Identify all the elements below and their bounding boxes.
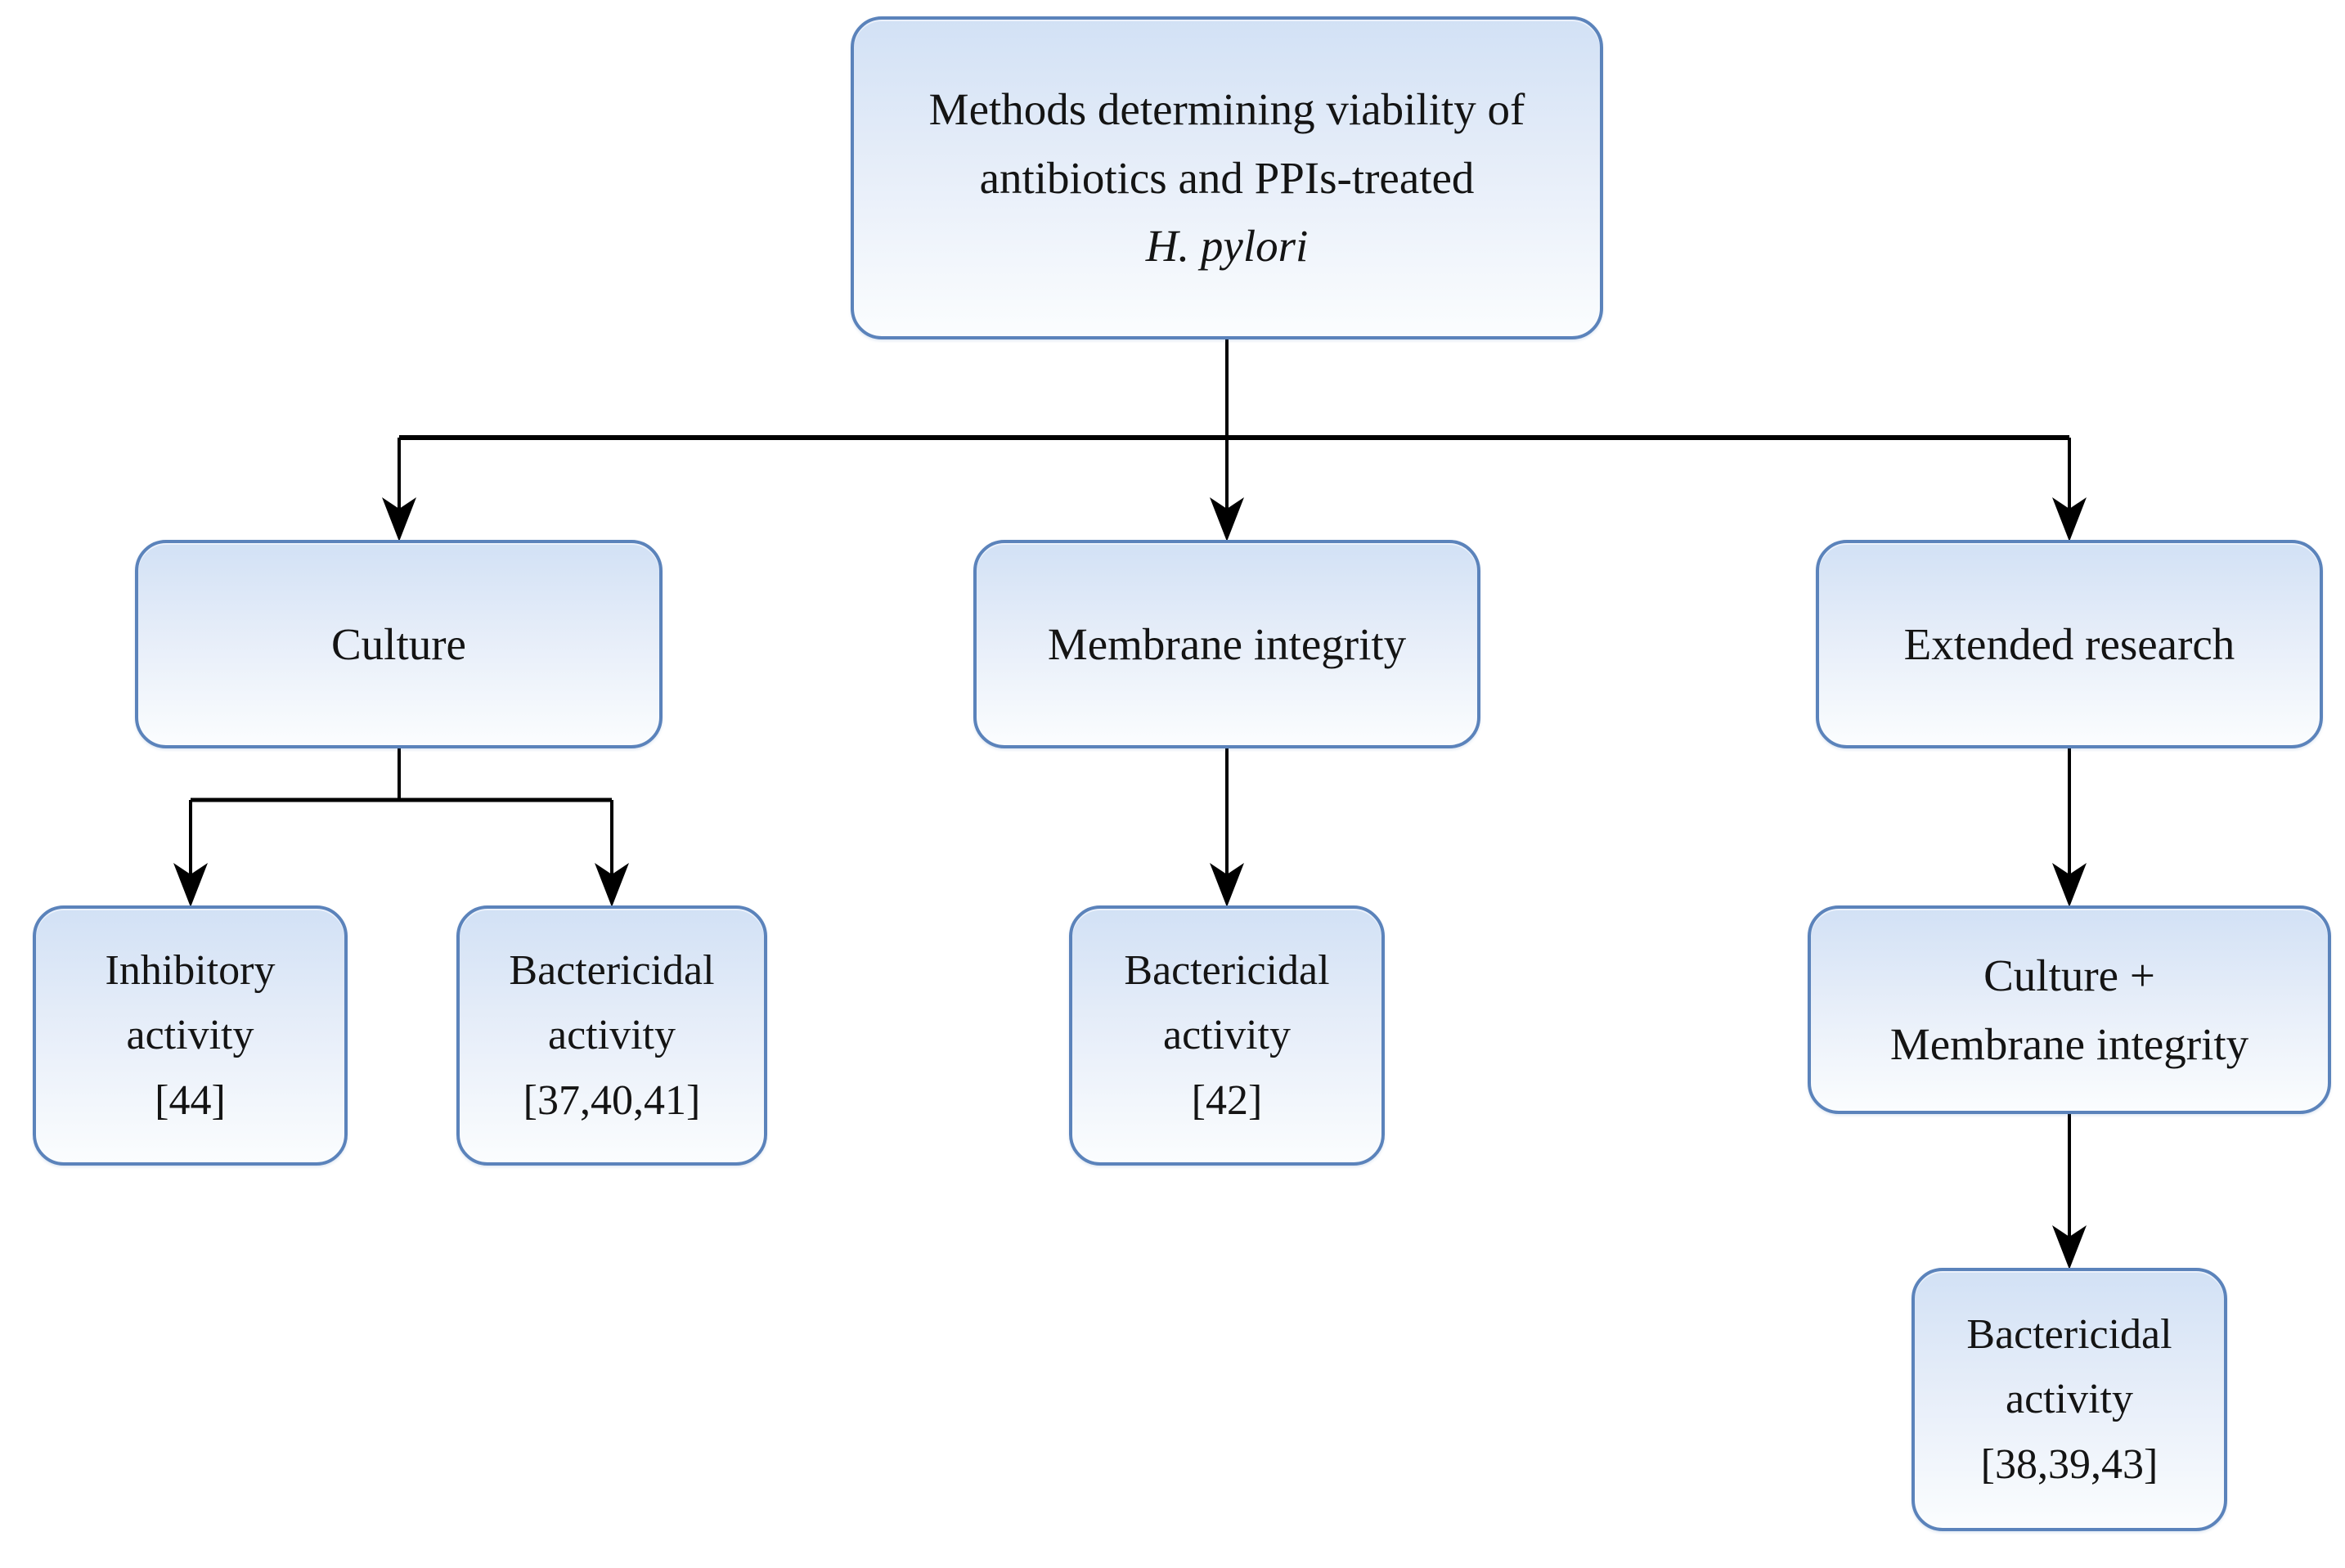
node-culture-plus-membrane-line2: Membrane integrity bbox=[1889, 1018, 2249, 1069]
arrowhead-root-to-culture bbox=[382, 497, 416, 541]
node-inhibitory-activity-ref: [44] bbox=[155, 1076, 226, 1124]
node-bactericidal-activity-membrane: Bactericidal activity [42] bbox=[1069, 905, 1385, 1166]
node-bactericidal-activity-extended: Bactericidal activity [38,39,43] bbox=[1911, 1268, 2227, 1531]
arrowhead-extended-to-culturemembrane bbox=[2052, 863, 2087, 907]
node-culture-plus-membrane: Culture + Membrane integrity bbox=[1808, 905, 2331, 1114]
node-bactericidal-culture-label: Bactericidal activity bbox=[509, 947, 715, 1059]
arrowhead-root-to-membrane bbox=[1210, 497, 1244, 541]
node-extended-research: Extended research bbox=[1816, 540, 2323, 748]
node-inhibitory-activity-label: Inhibitory activity bbox=[105, 947, 276, 1059]
node-extended-research-label: Extended research bbox=[1903, 618, 2235, 669]
node-membrane-integrity: Membrane integrity bbox=[973, 540, 1480, 748]
node-culture: Culture bbox=[135, 540, 663, 748]
arrowhead-culture-to-bactericidal bbox=[595, 863, 629, 907]
node-bactericidal-extended-label: Bactericidal activity bbox=[1966, 1311, 2172, 1423]
node-root-methods: Methods determining viability of antibio… bbox=[851, 16, 1603, 339]
node-culture-plus-membrane-line1: Culture + bbox=[1983, 950, 2155, 1000]
node-bactericidal-culture-ref: [37,40,41] bbox=[523, 1076, 701, 1124]
node-root-line1: Methods determining viability of bbox=[928, 84, 1525, 135]
node-bactericidal-membrane-ref: [42] bbox=[1191, 1076, 1263, 1124]
node-root-line2: antibiotics and PPIs-treated bbox=[979, 152, 1475, 203]
arrowhead-membrane-to-bactericidal bbox=[1210, 863, 1244, 907]
arrowhead-culture-to-inhibitory bbox=[173, 863, 208, 907]
arrowhead-culturemembrane-to-bactericidal bbox=[2052, 1225, 2087, 1269]
node-bactericidal-membrane-label: Bactericidal activity bbox=[1124, 947, 1330, 1059]
arrowhead-root-to-extended bbox=[2052, 497, 2087, 541]
node-bactericidal-activity-culture: Bactericidal activity [37,40,41] bbox=[456, 905, 767, 1166]
node-inhibitory-activity: Inhibitory activity [44] bbox=[33, 905, 348, 1166]
node-membrane-integrity-label: Membrane integrity bbox=[1047, 618, 1407, 669]
node-bactericidal-extended-ref: [38,39,43] bbox=[1980, 1440, 2159, 1488]
node-culture-label: Culture bbox=[331, 618, 466, 669]
node-root-species-name: H. pylori bbox=[1145, 221, 1309, 272]
